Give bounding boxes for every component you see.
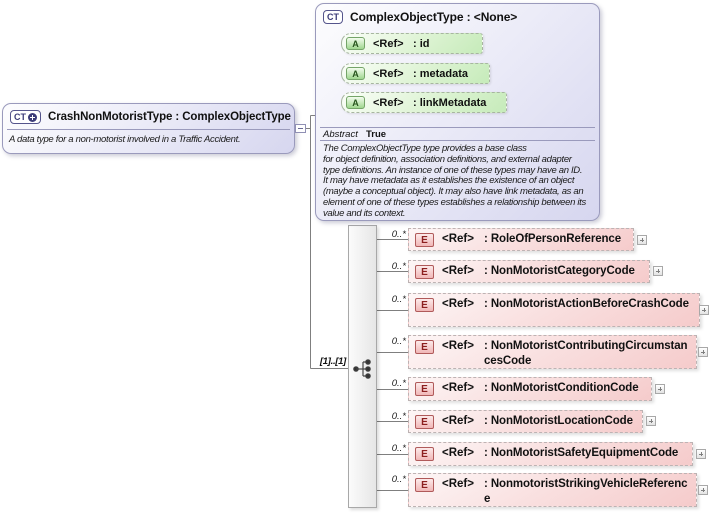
attribute-name: : metadata <box>413 67 469 80</box>
element-RoleOfPersonReference[interactable]: E <Ref> : RoleOfPersonReference <box>408 228 634 251</box>
expand-icon[interactable] <box>653 266 663 276</box>
attribute-icon: A <box>346 67 365 80</box>
root-type-description: A data type for a non-motorist involved … <box>9 134 241 145</box>
divider <box>7 129 290 130</box>
root-type-title: CrashNonMotoristType : ComplexObjectType <box>48 111 291 123</box>
element-ref: <Ref> <box>442 478 474 490</box>
attribute-linkMetadata[interactable]: A <Ref> : linkMetadata <box>341 92 507 113</box>
element-icon: E <box>415 415 434 429</box>
cardinality-label: 0..* <box>391 336 406 347</box>
attribute-ref: <Ref> <box>373 67 404 80</box>
cardinality-label: 0..* <box>391 261 406 272</box>
expand-icon[interactable] <box>698 347 708 357</box>
expand-icon[interactable] <box>655 384 665 394</box>
element-NonMotoristLocationCode[interactable]: E <Ref> : NonMotoristLocationCode <box>408 410 643 433</box>
complex-type-icon: CT <box>323 10 343 24</box>
attribute-icon: A <box>346 96 365 109</box>
doc-line: It may have metadata as it establishes t… <box>323 175 575 187</box>
abstract-value: True <box>366 129 387 140</box>
element-NonMotoristActionBeforeCrashCode[interactable]: E <Ref> : NonMotoristActionBeforeCrashCo… <box>408 293 700 327</box>
element-ref: <Ref> <box>442 298 474 310</box>
element-name: : NonMotoristContributingCircumstancesCo… <box>484 340 688 367</box>
element-icon: E <box>415 447 434 461</box>
element-name: : NonMotoristConditionCode <box>484 382 639 394</box>
element-name: : NonMotoristLocationCode <box>484 415 633 427</box>
expand-icon[interactable] <box>699 305 709 315</box>
doc-line: for object definition, association defin… <box>323 153 572 165</box>
attribute-name: : linkMetadata <box>413 96 487 109</box>
element-NonMotoristCategoryCode[interactable]: E <Ref> : NonMotoristCategoryCode <box>408 260 650 283</box>
expand-icon[interactable] <box>698 485 708 495</box>
expand-icon[interactable] <box>646 416 656 426</box>
cardinality-label: 0..* <box>391 294 406 305</box>
cardinality-label: 0..* <box>391 411 406 422</box>
element-ref: <Ref> <box>442 340 474 352</box>
abstract-facet: Abstract True <box>323 129 386 140</box>
element-ref: <Ref> <box>442 382 474 394</box>
element-NonMotoristContributingCircumstancesCode[interactable]: E <Ref> : NonMotoristContributingCircums… <box>408 335 697 369</box>
attribute-id[interactable]: A <Ref> : id <box>341 33 483 54</box>
element-icon: E <box>415 233 434 247</box>
doc-line: The ComplexObjectType type provides a ba… <box>323 143 527 154</box>
base-type-documentation: The ComplexObjectType type provides a ba… <box>323 143 595 220</box>
base-type-box[interactable]: CT ComplexObjectType : <None> A <Ref> : … <box>315 3 600 221</box>
expand-icon[interactable] <box>696 449 706 459</box>
element-ref: <Ref> <box>442 265 474 277</box>
element-name: : NonMotoristActionBeforeCrashCode <box>484 298 689 310</box>
element-name: : NonmotoristStrikingVehicleReference <box>484 478 688 505</box>
element-NonMotoristSafetyEquipmentCode[interactable]: E <Ref> : NonMotoristSafetyEquipmentCode <box>408 442 693 466</box>
attribute-metadata[interactable]: A <Ref> : metadata <box>341 63 490 84</box>
element-ref: <Ref> <box>442 447 474 459</box>
doc-line: element of one of these types establishe… <box>323 196 586 208</box>
base-type-title: ComplexObjectType : <None> <box>350 10 518 24</box>
complex-type-icon: CT <box>10 110 41 124</box>
doc-line: value and its context. <box>323 207 406 219</box>
sequence-icon <box>353 359 371 379</box>
root-type-header: CT CrashNonMotoristType : ComplexObjectT… <box>10 110 291 124</box>
doc-line: (maybe a conceptual object). It may also… <box>323 186 584 198</box>
cardinality-label: 0..* <box>391 378 406 389</box>
element-name: : RoleOfPersonReference <box>484 233 622 245</box>
root-type-box[interactable]: CT CrashNonMotoristType : ComplexObjectT… <box>2 103 295 154</box>
ct-badge-label: CT <box>14 111 26 122</box>
element-NonMotoristConditionCode[interactable]: E <Ref> : NonMotoristConditionCode <box>408 377 652 401</box>
element-icon: E <box>415 298 434 312</box>
element-NonmotoristStrikingVehicleReference[interactable]: E <Ref> : NonmotoristStrikingVehicleRefe… <box>408 473 697 507</box>
abstract-label: Abstract <box>323 129 358 140</box>
attribute-ref: <Ref> <box>373 37 404 50</box>
element-icon: E <box>415 478 434 492</box>
element-name: : NonMotoristSafetyEquipmentCode <box>484 447 679 459</box>
element-ref: <Ref> <box>442 415 474 427</box>
cardinality-label: 0..* <box>391 474 406 485</box>
doc-line: type definitions. An instance of one of … <box>323 164 583 176</box>
element-name: : NonMotoristCategoryCode <box>484 265 635 277</box>
attribute-icon: A <box>346 37 365 50</box>
cardinality-label: 0..* <box>391 229 406 240</box>
cardinality-label: 0..* <box>391 443 406 454</box>
attribute-name: : id <box>413 37 430 50</box>
collapse-icon[interactable] <box>295 124 306 133</box>
derived-plus-icon <box>28 112 37 122</box>
attribute-ref: <Ref> <box>373 96 404 109</box>
divider <box>320 140 595 141</box>
ct-badge-label: CT <box>327 11 339 22</box>
divider <box>320 127 595 128</box>
sequence-cardinality: [1]..[1] <box>319 356 346 367</box>
element-icon: E <box>415 382 434 396</box>
element-ref: <Ref> <box>442 233 474 245</box>
base-type-header: CT ComplexObjectType : <None> <box>323 10 517 24</box>
element-icon: E <box>415 340 434 354</box>
expand-icon[interactable] <box>637 235 647 245</box>
element-icon: E <box>415 265 434 279</box>
sequence-group[interactable] <box>348 225 377 508</box>
